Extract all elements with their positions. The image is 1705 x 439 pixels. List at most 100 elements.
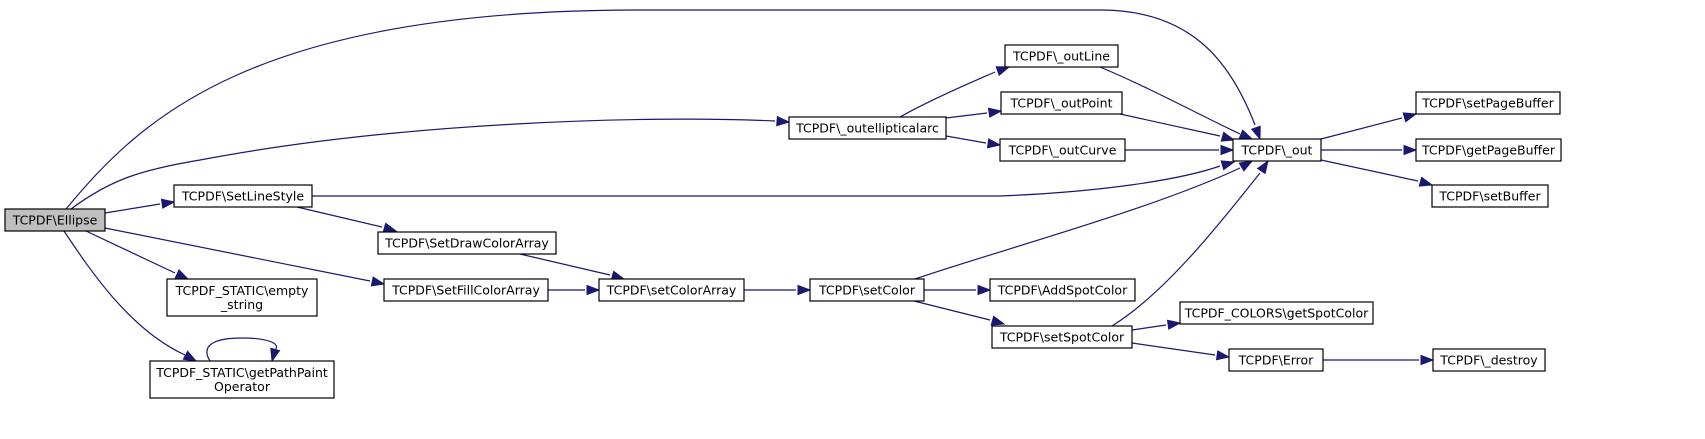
edge-outellipticalarc-to-outcurve: [945, 135, 1002, 149]
node-addspotcolor[interactable]: TCPDF\AddSpotColor: [989, 278, 1136, 302]
node-setbuffer[interactable]: TCPDF\setBuffer: [1431, 184, 1549, 208]
edge-line: [913, 300, 991, 321]
arrowhead-icon: [1402, 112, 1418, 123]
node-box: [809, 278, 925, 302]
arrowhead-icon: [1238, 160, 1254, 172]
edge-setspotcolor-to-getspotcolor: [1131, 319, 1182, 331]
node-setfillcolorarray[interactable]: TCPDF\SetFillColorArray: [383, 278, 549, 302]
node-box: [4, 208, 106, 232]
edge-line: [945, 112, 988, 119]
node-destroy[interactable]: TCPDF\_destroy: [1432, 348, 1546, 372]
node-label: TCPDF\AddSpotColor: [997, 283, 1128, 298]
edge-line: [1119, 113, 1221, 137]
node-box: [1431, 184, 1549, 208]
node-setdrawcolorarray[interactable]: TCPDF\SetDrawColorArray: [377, 231, 557, 255]
node-label: TCPDF\_destroy: [1439, 353, 1538, 368]
node-box: [173, 184, 313, 208]
node-box: [1232, 138, 1322, 162]
node-box: [1415, 138, 1562, 162]
node-setcolor[interactable]: TCPDF\setColor: [809, 278, 925, 302]
edge-line: [63, 230, 186, 356]
arrowhead-icon: [797, 284, 812, 296]
edge-line: [65, 9, 1256, 210]
arrowhead-icon: [1215, 350, 1231, 361]
edge-ellipse-to-empty_string: [85, 230, 190, 280]
node-label: TCPDF\SetFillColorArray: [391, 283, 540, 298]
node-error[interactable]: TCPDF\Error: [1228, 348, 1324, 372]
edge-ellipse-to-setlinestyle: [104, 198, 176, 214]
arrowhead-icon: [370, 276, 386, 287]
arrowhead-icon: [270, 347, 281, 363]
arrowhead-icon: [1220, 144, 1235, 156]
edge-error-to-destroy: [1323, 354, 1435, 366]
arrowhead-icon: [987, 107, 1003, 118]
node-label: TCPDF_STATIC\empty: [175, 283, 309, 298]
arrowhead-icon: [977, 284, 992, 296]
edge-line: [1099, 66, 1241, 135]
node-label: TCPDF\_outPoint: [1010, 96, 1113, 111]
nodes-layer: TCPDF\EllipseTCPDF\_outellipticalarcTCPD…: [4, 44, 1562, 399]
edge-line: [945, 135, 987, 144]
node-box: [377, 231, 557, 255]
arrowhead-icon: [160, 198, 176, 209]
node-outline[interactable]: TCPDF\_outLine: [1004, 44, 1119, 68]
node-setlinestyle[interactable]: TCPDF\SetLineStyle: [173, 184, 313, 208]
arrowhead-icon: [986, 138, 1002, 149]
edge-line: [206, 337, 278, 362]
node-label: TCPDF\setColor: [818, 283, 916, 298]
edge-setspotcolor-to-error: [1131, 342, 1231, 361]
node-out[interactable]: TCPDF\_out: [1232, 138, 1322, 162]
edge-line: [1131, 342, 1216, 356]
node-label: TCPDF\_out: [1241, 143, 1313, 158]
node-label: TCPDF\setSpotColor: [999, 330, 1125, 345]
node-box: [598, 278, 745, 302]
edge-setcolorarray-to-setcolor: [744, 284, 812, 296]
node-label: TCPDF\SetDrawColorArray: [384, 236, 549, 251]
arrowhead-icon: [995, 66, 1011, 77]
arrowhead-icon: [1166, 319, 1182, 330]
edge-getpathpaint-to-getpathpaint: [206, 337, 281, 363]
edge-outellipticalarc-to-outpoint: [945, 107, 1003, 119]
node-outellipticalarc[interactable]: TCPDF\_outellipticalarc: [788, 116, 947, 140]
edges-layer: [63, 9, 1435, 366]
node-label: _string: [220, 297, 263, 312]
edge-line: [104, 203, 161, 214]
node-box: [999, 138, 1126, 162]
edge-setcolor-to-out: [914, 160, 1254, 280]
node-setspotcolor[interactable]: TCPDF\setSpotColor: [991, 325, 1133, 349]
node-label: TCPDF_STATIC\getPathPaint: [155, 365, 328, 380]
node-label: TCPDF\setPageBuffer: [1421, 96, 1554, 111]
arrowhead-icon: [1418, 176, 1434, 187]
node-label: TCPDF\setBuffer: [1438, 189, 1541, 204]
arrowhead-icon: [174, 269, 190, 280]
node-ellipse[interactable]: TCPDF\Ellipse: [4, 208, 106, 232]
node-box: [1000, 91, 1123, 115]
arrowhead-icon: [1250, 125, 1261, 141]
node-setpagebuffer[interactable]: TCPDF\setPageBuffer: [1415, 91, 1561, 115]
edge-out-to-getpagebuffer: [1321, 144, 1418, 156]
node-empty_string[interactable]: TCPDF_STATIC\empty_string: [166, 278, 318, 317]
node-getspotcolor[interactable]: TCPDF_COLORS\getSpotColor: [1179, 301, 1374, 325]
node-box: [788, 116, 947, 140]
node-getpagebuffer[interactable]: TCPDF\getPageBuffer: [1415, 138, 1562, 162]
node-box: [1228, 348, 1324, 372]
arrowhead-icon: [776, 115, 791, 127]
node-label: TCPDF\Error: [1238, 353, 1315, 368]
edge-line: [296, 206, 383, 228]
edge-line: [85, 230, 176, 274]
node-box: [989, 278, 1136, 302]
node-box: [1415, 91, 1561, 115]
arrowhead-icon: [1420, 354, 1435, 366]
node-label: TCPDF\Ellipse: [12, 213, 98, 228]
node-outpoint[interactable]: TCPDF\_outPoint: [1000, 91, 1123, 115]
edge-line: [519, 253, 611, 276]
node-box: [1432, 348, 1546, 372]
node-outcurve[interactable]: TCPDF\_outCurve: [999, 138, 1126, 162]
arrowhead-icon: [382, 222, 398, 233]
edge-ellipse-to-out: [65, 9, 1261, 210]
node-setcolorarray[interactable]: TCPDF\setColorArray: [598, 278, 745, 302]
edge-ellipse-to-setfillcolorarray: [104, 227, 386, 287]
node-label: TCPDF_COLORS\getSpotColor: [1184, 306, 1369, 321]
